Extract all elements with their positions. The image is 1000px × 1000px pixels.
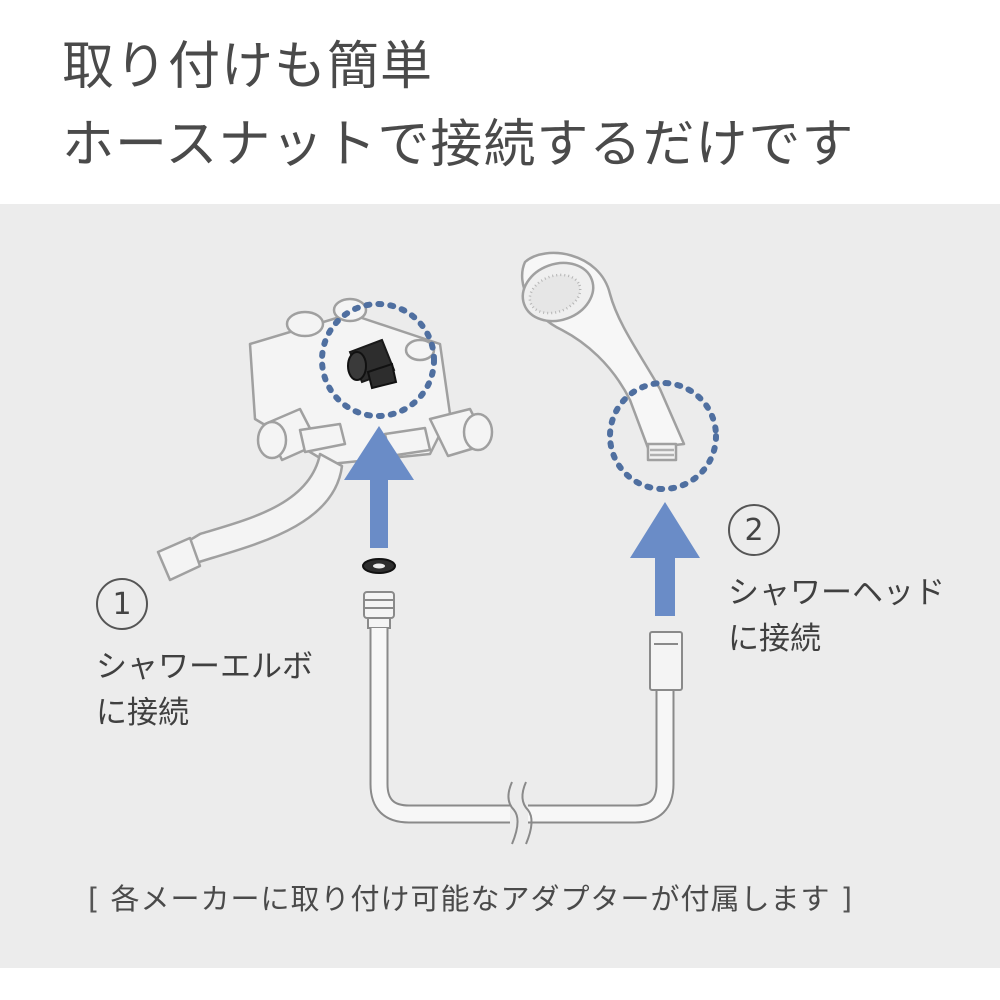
hose-nut-left-icon — [363, 591, 395, 629]
headline: 取り付けも簡単 ホースナットで接続するだけです — [62, 28, 962, 184]
step-1-label-line-2: に接続 — [96, 695, 189, 731]
illustration-panel: 1 シャワーエルボ に接続 2 シャワーヘッド に接続 [ 各メーカーに取り付け… — [0, 204, 1000, 968]
faucet-mixer-icon — [156, 297, 494, 582]
footnote-text: 各メーカーに取り付け可能なアダプターが付属します — [110, 882, 831, 916]
up-arrow-icon-2 — [630, 502, 700, 616]
hose-icon — [369, 628, 675, 824]
shower-elbow-icon — [347, 338, 398, 390]
up-arrow-icon — [344, 426, 414, 548]
step-1: 1 シャワーエルボ に接続 — [96, 578, 313, 736]
shower-head-highlight-circle — [607, 380, 719, 492]
installation-illustration — [156, 251, 719, 845]
step-2: 2 シャワーヘッド に接続 — [728, 504, 945, 662]
headline-line-1: 取り付けも簡単 — [62, 37, 434, 97]
shower-head-icon — [520, 251, 686, 462]
hose-end-right-icon — [649, 631, 683, 691]
footnote-close-bracket: ] — [840, 882, 854, 916]
step-2-label-line-2: に接続 — [728, 621, 821, 657]
adapter-footnote: [ 各メーカーに取り付け可能なアダプターが付属します ] — [88, 876, 928, 918]
step-1-label-line-1: シャワーエルボ — [96, 649, 313, 685]
elbow-highlight-circle — [319, 301, 437, 419]
step-number-2: 2 — [728, 504, 780, 556]
headline-line-2: ホースナットで接続するだけです — [62, 115, 855, 175]
step-2-label-line-1: シャワーヘッド — [728, 575, 945, 611]
footnote-open-bracket: [ — [88, 882, 101, 916]
step-number-1: 1 — [96, 578, 148, 630]
